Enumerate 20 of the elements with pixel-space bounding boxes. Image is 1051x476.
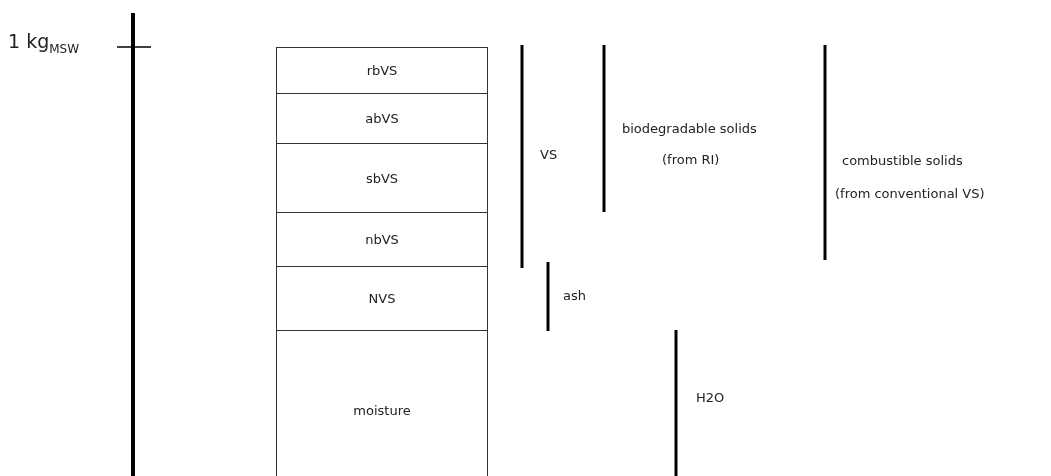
stack-segment bbox=[276, 143, 488, 213]
bracket-label: H2O bbox=[696, 390, 725, 405]
segment-label: nbVS bbox=[365, 232, 399, 247]
bracket-label: biodegradable solids bbox=[622, 121, 757, 136]
bracket-label: VS bbox=[540, 147, 558, 162]
segment-label: moisture bbox=[353, 402, 411, 418]
bracket-label: combustible solids bbox=[842, 153, 963, 168]
stack-segment bbox=[276, 212, 488, 267]
bracket-label: ash bbox=[563, 288, 586, 303]
segment-label: rbVS bbox=[366, 63, 398, 78]
segment-label: abVS bbox=[365, 111, 399, 126]
mass-label: 1 kg$_{MSW}$ bbox=[8, 30, 80, 56]
stack-segment bbox=[276, 47, 488, 94]
stack-segment bbox=[276, 266, 488, 331]
stack-segment bbox=[276, 330, 488, 476]
bracket-label: (from conventional VS) bbox=[835, 186, 985, 201]
stack-segment bbox=[276, 93, 488, 144]
segment-label: sbVS bbox=[365, 170, 399, 186]
segment-label: NVS bbox=[368, 291, 396, 306]
bracket-label: (from RI) bbox=[662, 152, 720, 167]
